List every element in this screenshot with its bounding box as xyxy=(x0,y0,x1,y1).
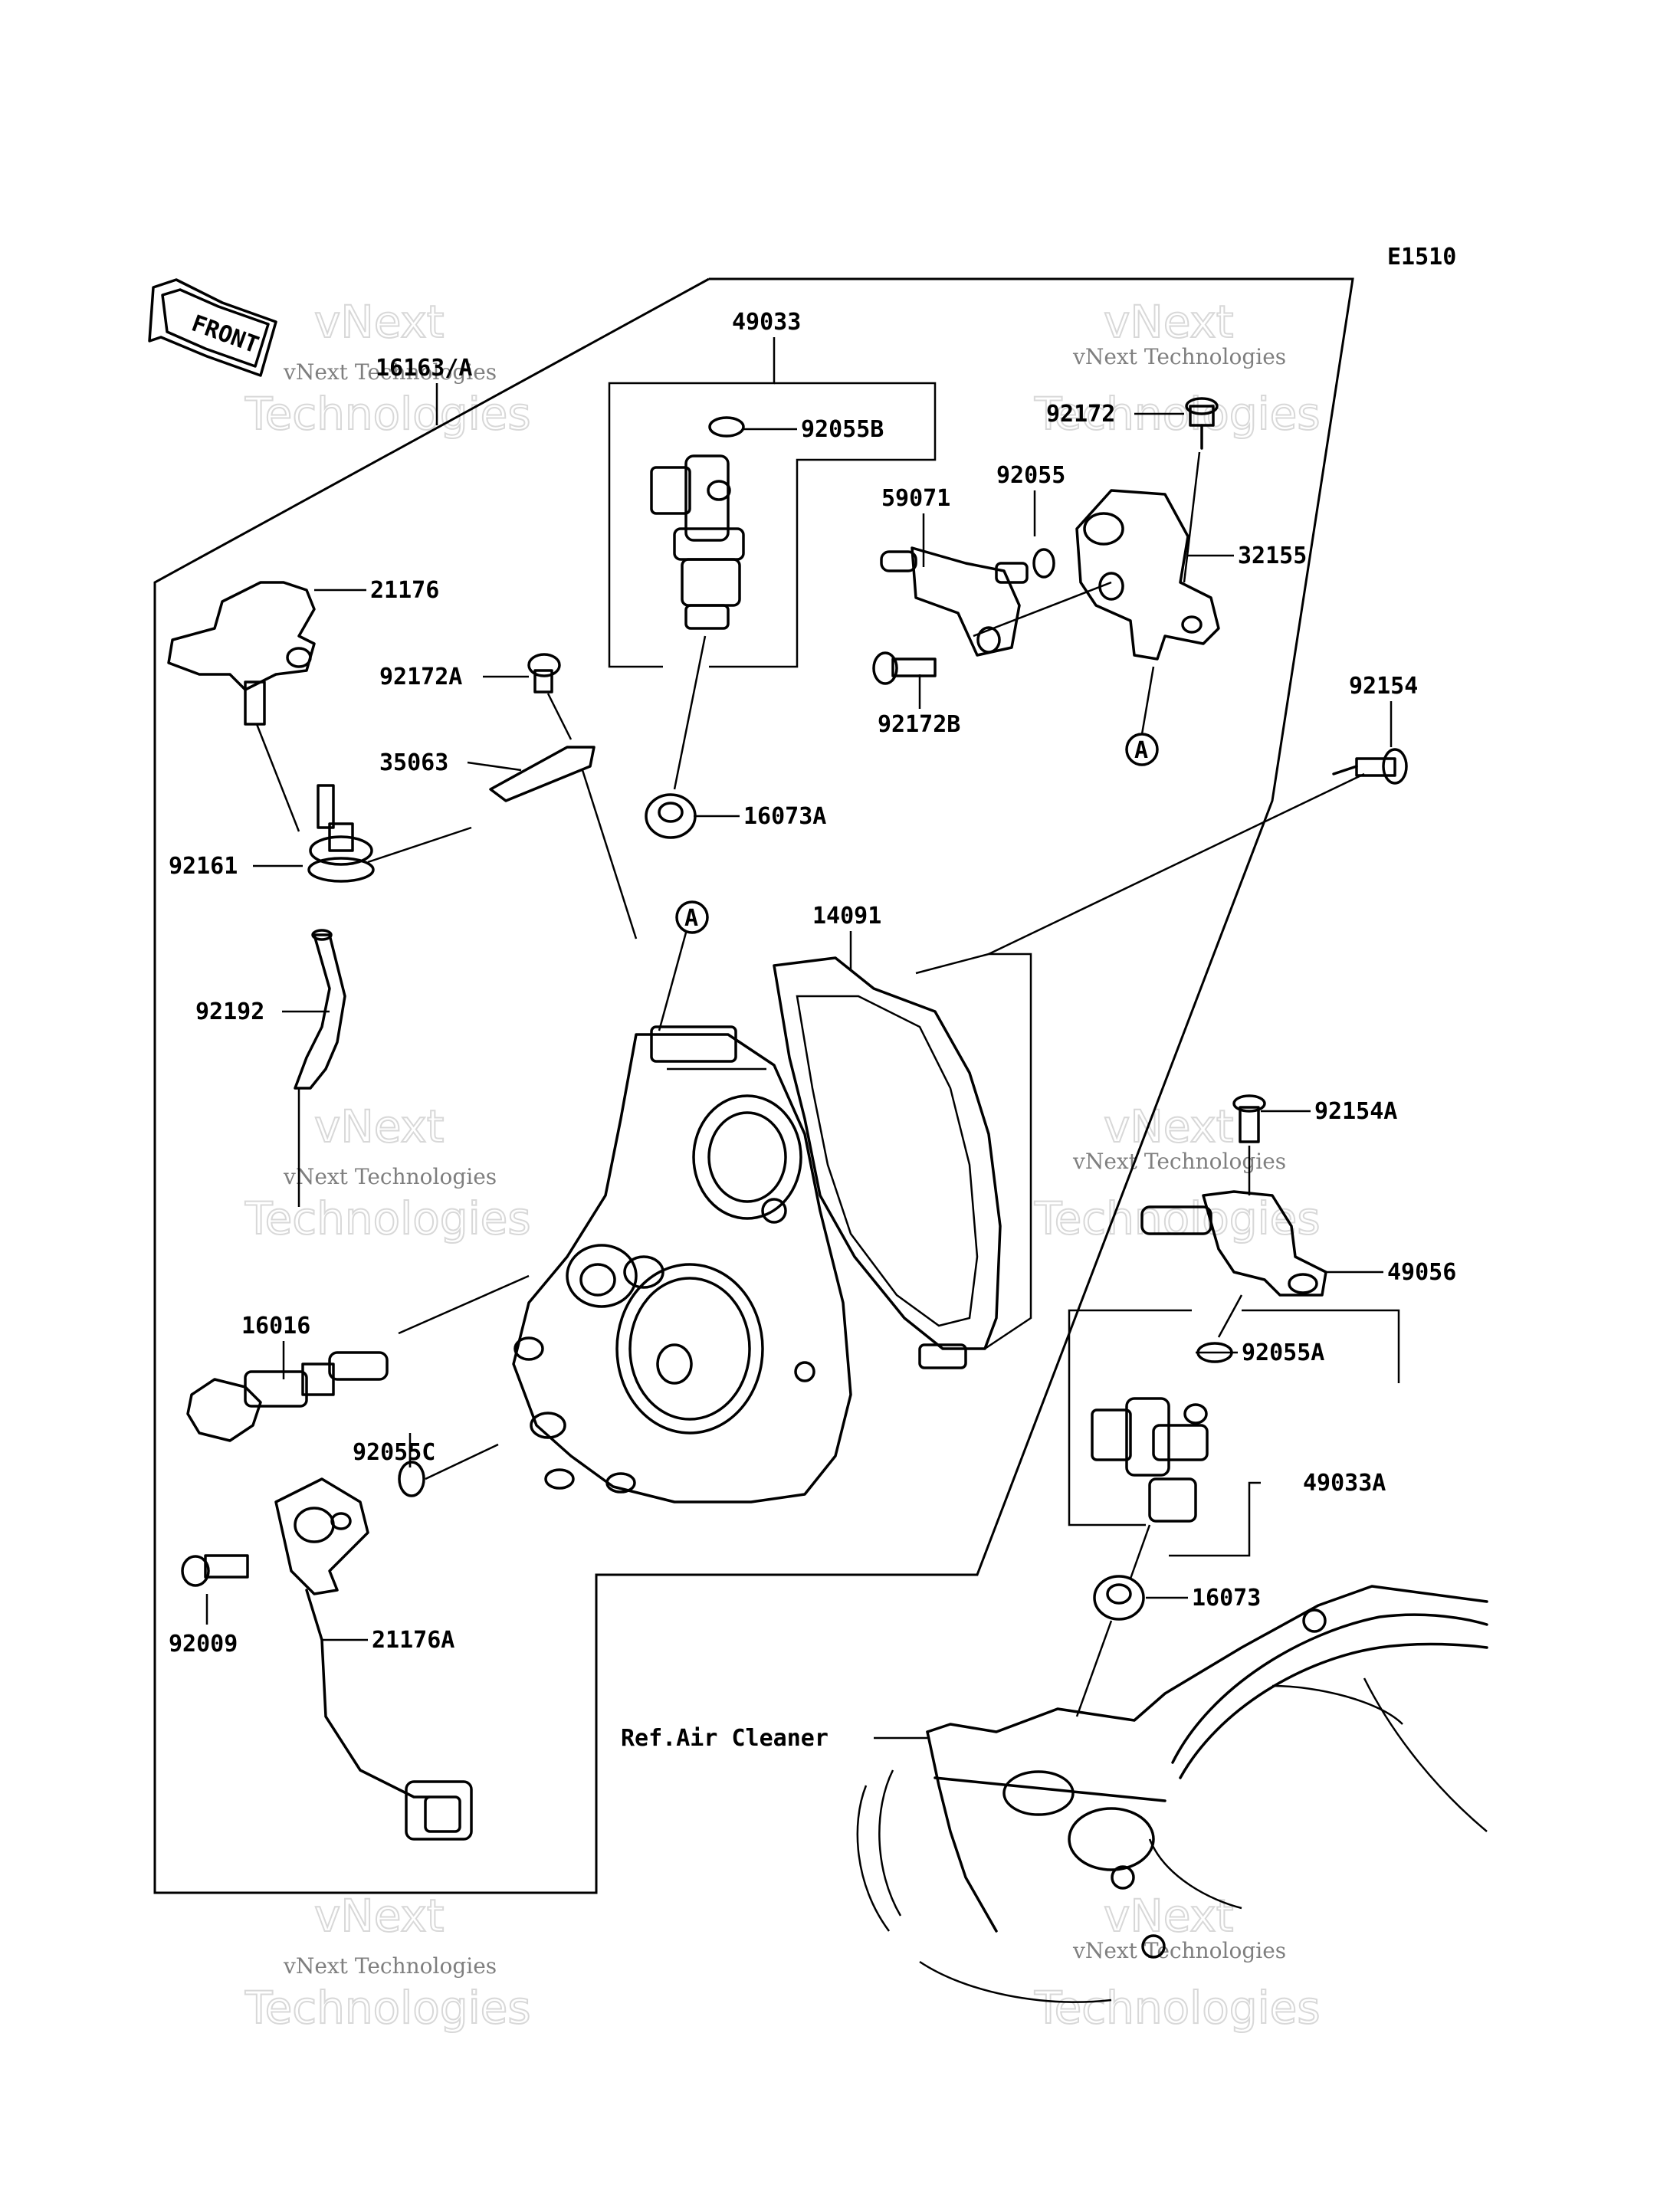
label-92172b: 92172B xyxy=(878,711,960,738)
screw-92009 xyxy=(181,1554,249,1587)
injector-49033a xyxy=(1091,1397,1209,1523)
bolt-92154a xyxy=(1232,1094,1266,1143)
screw-92172 xyxy=(1185,397,1219,450)
oring-92055c xyxy=(398,1461,425,1497)
label-32155: 32155 xyxy=(1238,543,1307,569)
grommet-16073a xyxy=(645,793,697,839)
oring-92055a xyxy=(1196,1342,1233,1363)
label-92055c: 92055C xyxy=(353,1439,435,1466)
label-92154: 92154 xyxy=(1349,673,1418,700)
part-labels: 16163/A 49033 92055B 92172 92055 59071 3… xyxy=(169,309,1456,1752)
oring-92055 xyxy=(1032,548,1055,579)
fitting-92161 xyxy=(307,784,375,883)
label-92192: 92192 xyxy=(195,998,264,1025)
plate-35063 xyxy=(489,746,596,802)
watermark-technologies: Technologies xyxy=(244,1982,531,2034)
label-92055: 92055 xyxy=(996,462,1065,489)
bracket-32155 xyxy=(1075,489,1220,661)
label-92055b: 92055B xyxy=(801,416,884,443)
assembly-boundary xyxy=(153,277,1354,1894)
cover-14091 xyxy=(773,956,1002,1369)
sensor-16016 xyxy=(186,1351,389,1442)
callout-a-upper: A xyxy=(1125,666,1159,766)
label-49033: 49033 xyxy=(732,309,801,336)
label-16163a: 16163/A xyxy=(376,355,472,382)
label-ref-air-cleaner: Ref.Air Cleaner xyxy=(621,1725,829,1752)
callout-a-lower: A xyxy=(658,900,709,1031)
bolt-92154 xyxy=(1332,748,1408,785)
label-14091: 14091 xyxy=(812,903,881,930)
label-21176a: 21176A xyxy=(372,1627,454,1654)
label-49033a: 49033A xyxy=(1303,1470,1386,1497)
watermark-vnext: vNext xyxy=(314,296,444,348)
sensor-21176 xyxy=(167,581,316,726)
hose-92192 xyxy=(294,933,346,1090)
watermark-text: vNext Technologies xyxy=(1072,1149,1286,1174)
watermark-text: vNext Technologies xyxy=(283,359,497,385)
label-16073: 16073 xyxy=(1192,1585,1261,1612)
watermark-technologies: Technologies xyxy=(1034,1192,1321,1244)
watermark-technologies: Technologies xyxy=(1034,1982,1321,2034)
watermark-vnext: vNext xyxy=(1104,296,1233,348)
watermarks: vNext Technologies vNext Technologies vN… xyxy=(244,295,1321,2035)
label-49056: 49056 xyxy=(1387,1259,1456,1286)
label-92154a: 92154A xyxy=(1314,1098,1397,1125)
watermark-technologies: Technologies xyxy=(244,1192,531,1244)
oring-92055b xyxy=(708,416,745,438)
label-21176: 21176 xyxy=(370,577,439,604)
watermark-text: vNext Technologies xyxy=(283,1953,497,1979)
label-92172a: 92172A xyxy=(379,664,462,690)
grommet-16073 xyxy=(1093,1575,1145,1621)
label-92161: 92161 xyxy=(169,853,238,880)
watermark-vnext: vNext xyxy=(314,1890,444,1942)
label-16073a: 16073A xyxy=(743,803,826,830)
front-arrow-icon: FRONT xyxy=(148,278,277,377)
watermark-vnext: vNext xyxy=(1104,1100,1233,1153)
throttle-body xyxy=(512,1025,852,1503)
label-92055a: 92055A xyxy=(1242,1340,1324,1366)
screw-92172b xyxy=(872,651,937,685)
diagram-code: E1510 xyxy=(1387,244,1456,271)
pipe-49056 xyxy=(1140,1190,1327,1297)
injector-49033 xyxy=(650,454,745,630)
label-92172: 92172 xyxy=(1046,401,1115,428)
label-16016: 16016 xyxy=(241,1313,310,1340)
watermark-text: vNext Technologies xyxy=(1072,1938,1286,1963)
watermark-technologies: Technologies xyxy=(244,388,531,440)
sensor-59071 xyxy=(880,546,1029,657)
watermark-text: vNext Technologies xyxy=(283,1164,497,1189)
label-35063: 35063 xyxy=(379,749,448,776)
label-92009: 92009 xyxy=(169,1631,238,1658)
watermark-vnext: vNext xyxy=(314,1100,444,1153)
watermark-text: vNext Technologies xyxy=(1072,344,1286,369)
screw-92172a xyxy=(527,653,561,694)
label-59071: 59071 xyxy=(881,485,950,512)
sensor-21176a xyxy=(274,1477,473,1841)
svg-text:A: A xyxy=(684,905,698,932)
svg-text:A: A xyxy=(1134,737,1148,764)
air-cleaner-housing xyxy=(856,1585,1488,2003)
